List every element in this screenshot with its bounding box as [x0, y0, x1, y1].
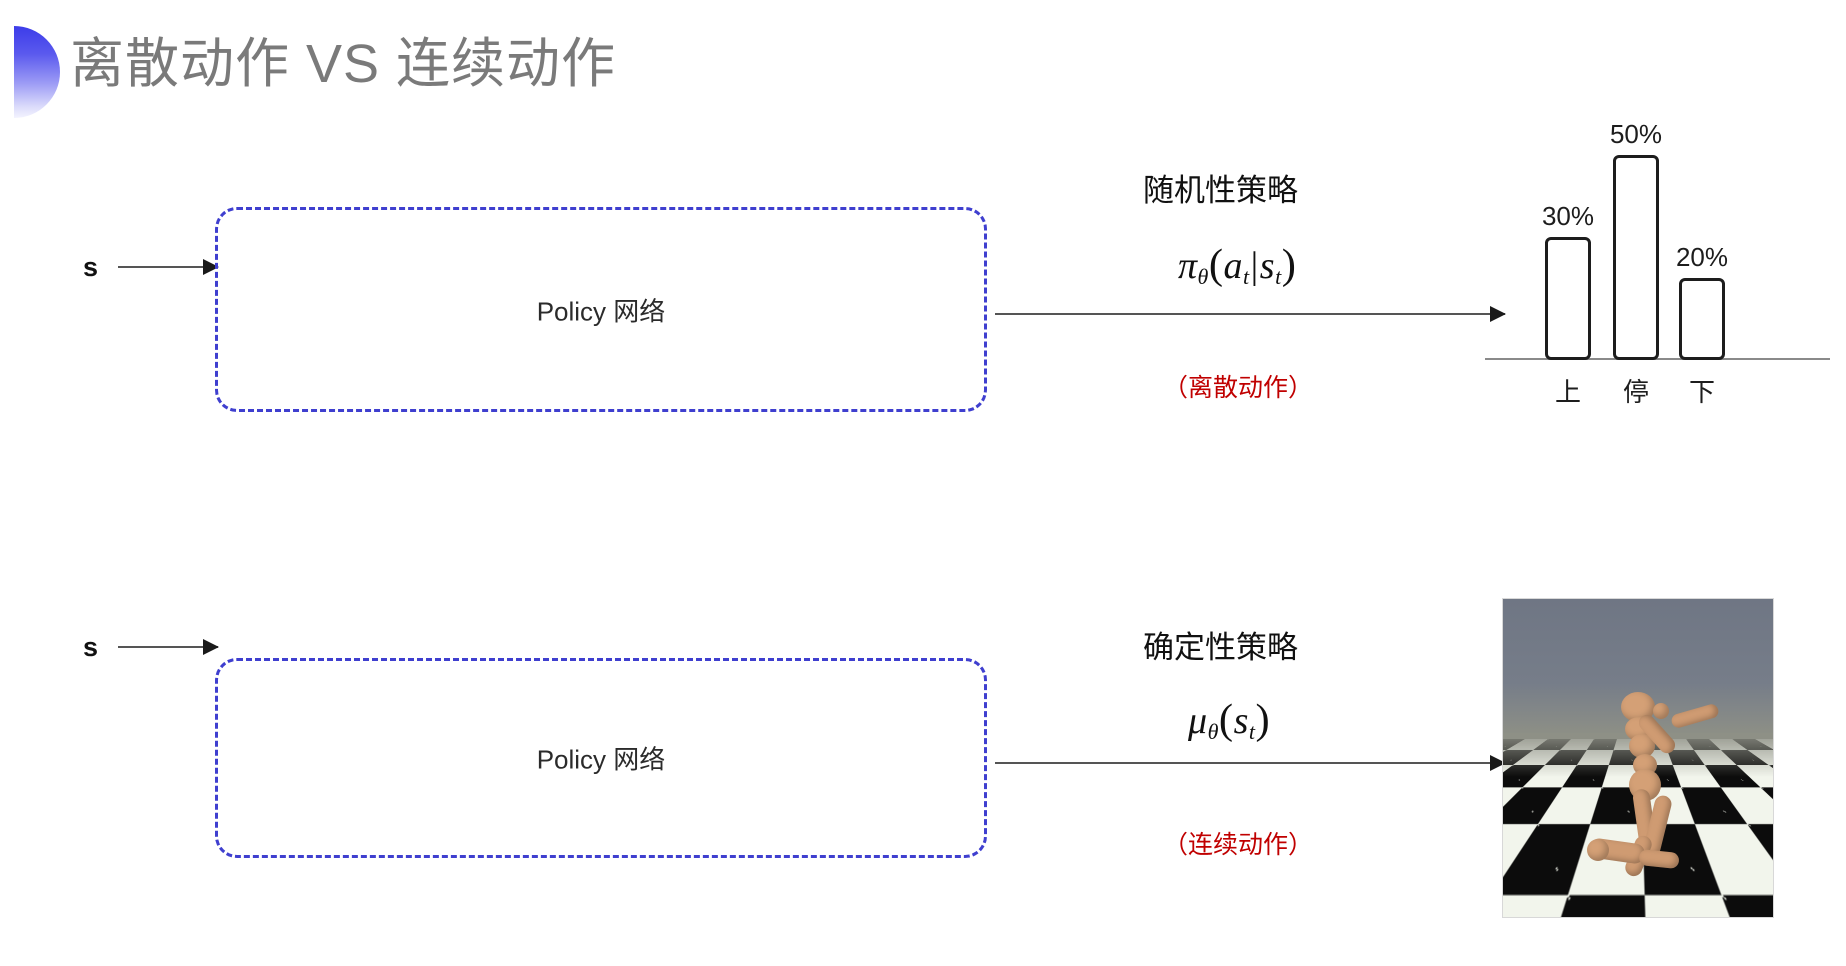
humanoid-shoulder [1653, 703, 1669, 719]
row2-action-type-note: （连续动作） [1163, 831, 1314, 859]
row1-formula-head-sub: θ [1197, 264, 1209, 290]
row2-policy-formula: μθ(st) [1188, 695, 1270, 745]
humanoid-simulation-image [1502, 598, 1774, 918]
bar-value-1: 50% [1609, 119, 1663, 149]
row2-formula-head-sub: θ [1207, 719, 1219, 745]
bar-column-1: 50% 停 [1610, 119, 1662, 415]
bar-value-2: 20% [1675, 242, 1729, 272]
row1-input-arrow [118, 259, 219, 275]
row2-output-arrow [995, 755, 1506, 771]
bar-category-1: 停 [1622, 377, 1649, 407]
row2-state-label: s [83, 632, 99, 662]
row1-formula-head: π [1178, 245, 1198, 287]
row2-formula-open-paren: ( [1218, 696, 1234, 743]
bar-rect-1 [1613, 155, 1659, 360]
bar-rect-0 [1545, 237, 1591, 360]
title-decoration-halfcircle [14, 26, 60, 118]
row1-formula-close-paren: ) [1281, 241, 1297, 288]
row1-policy-box-label: Policy 网络 [536, 296, 666, 326]
row1-policy-network-box[interactable]: Policy 网络 [215, 207, 987, 412]
row1-policy-formula: πθ(at|st) [1178, 240, 1296, 290]
bar-rect-2 [1679, 278, 1725, 360]
row1-policy-type-label: 随机性策略 [1143, 173, 1298, 208]
row1-formula-arg1: a [1223, 245, 1244, 287]
row2-formula-arg1: s [1233, 700, 1249, 742]
bar-category-0: 上 [1554, 377, 1581, 407]
discrete-action-bar-chart: 30% 上 50% 停 20% 下 [1485, 95, 1830, 415]
bar-category-2: 下 [1688, 377, 1715, 407]
row1-formula-open-paren: ( [1208, 241, 1224, 288]
row1-action-type-note: （离散动作） [1163, 374, 1314, 402]
humanoid-rear-heel [1587, 839, 1609, 861]
bar-column-0: 30% 上 [1542, 185, 1594, 415]
row2-formula-head: μ [1188, 700, 1208, 742]
row2-formula-close-paren: ) [1255, 696, 1271, 743]
row1-formula-arg2-sub: t [1275, 264, 1282, 290]
row2-policy-network-box[interactable]: Policy 网络 [215, 658, 987, 858]
row2-policy-type-label: 确定性策略 [1143, 630, 1298, 665]
row1-formula-arg1-sub: t [1243, 264, 1250, 290]
page-title: 离散动作 VS 连续动作 [70, 34, 617, 94]
bar-column-2: 20% 下 [1676, 185, 1728, 415]
row1-state-label: s [83, 252, 99, 282]
bar-value-0: 30% [1541, 201, 1595, 231]
row1-output-arrow [995, 306, 1506, 322]
row2-input-arrow [118, 639, 219, 655]
bar-chart-baseline [1485, 358, 1830, 360]
row1-formula-bar: | [1250, 245, 1259, 287]
row1-formula-arg2: s [1259, 245, 1276, 287]
row2-formula-arg1-sub: t [1248, 719, 1256, 745]
row2-policy-box-label: Policy 网络 [536, 744, 666, 775]
